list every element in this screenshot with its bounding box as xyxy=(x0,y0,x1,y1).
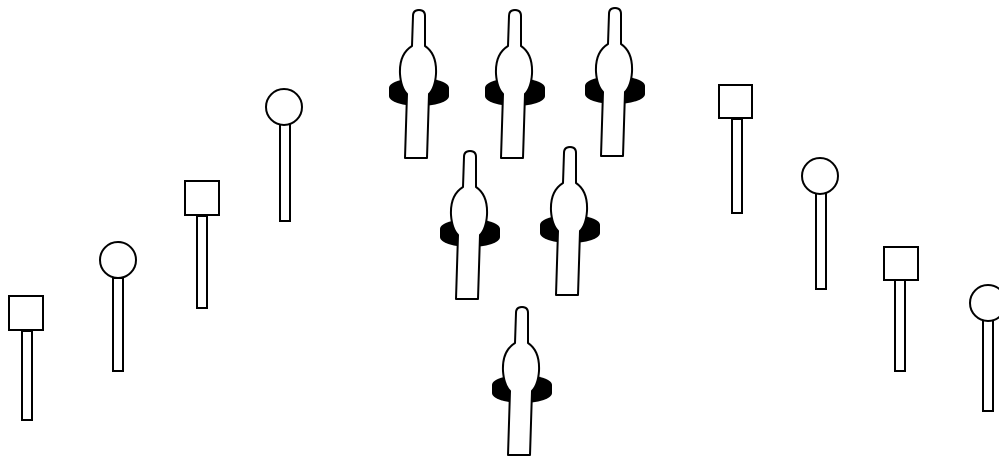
player-figure-icon xyxy=(485,10,545,158)
player-figure-icon xyxy=(492,307,552,455)
player-figure-icon xyxy=(585,8,645,156)
player-figure-icon xyxy=(440,151,500,299)
circle-pole-icon xyxy=(970,285,999,411)
square-pole-icon xyxy=(884,247,918,371)
player-figure-icon xyxy=(389,10,449,158)
square-pole-icon xyxy=(9,296,43,420)
square-pole-icon xyxy=(185,181,219,308)
circle-pole-icon xyxy=(802,158,838,289)
circle-pole-icon xyxy=(100,242,136,371)
square-pole-icon xyxy=(719,85,752,213)
circle-pole-icon xyxy=(266,89,302,221)
player-figure-icon xyxy=(540,147,600,295)
